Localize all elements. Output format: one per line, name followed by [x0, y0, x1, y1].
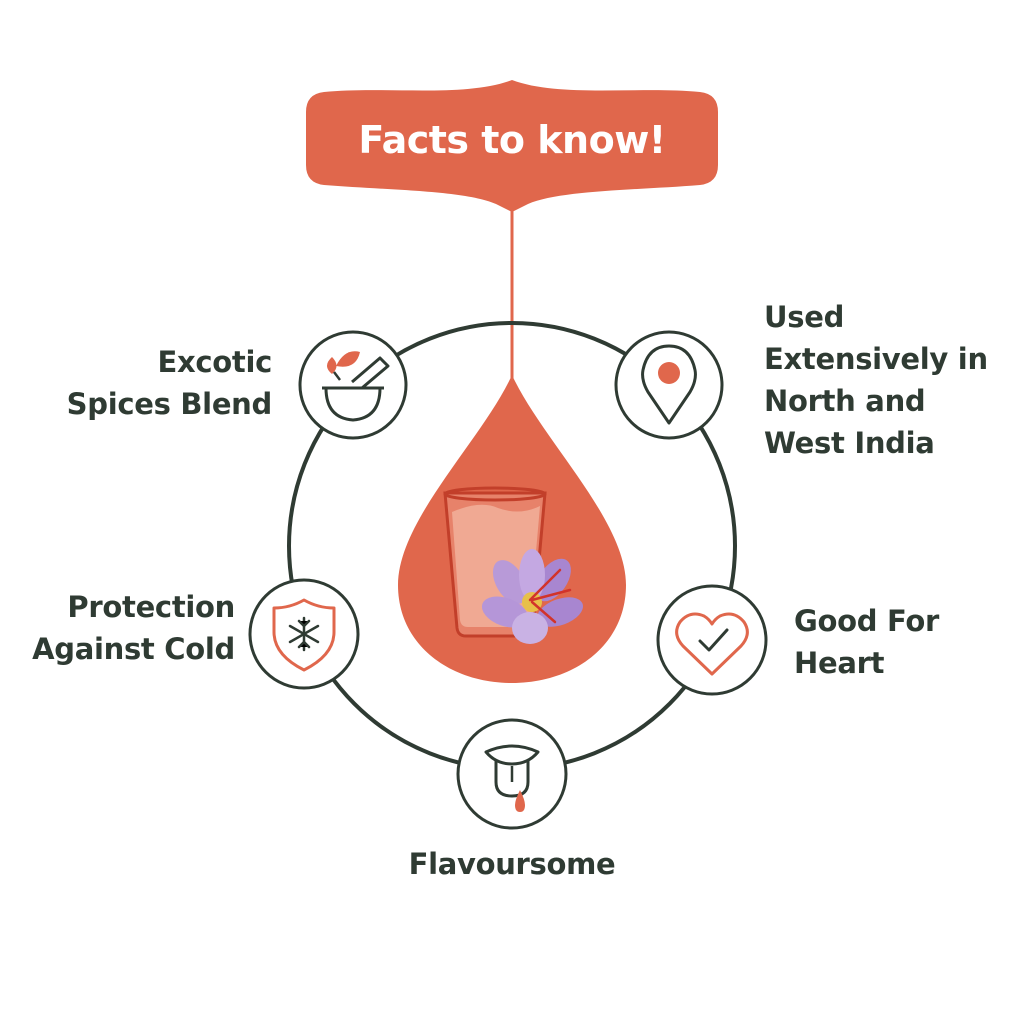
fact-cold-line: Against Cold: [32, 632, 235, 666]
fact-heart-line: Heart: [794, 646, 885, 680]
tongue-drop-icon: [484, 744, 540, 812]
fact-spices-line: Excotic: [157, 345, 272, 379]
fact-cold: Protection Against Cold: [32, 586, 235, 670]
fact-region-line: West India: [764, 426, 935, 460]
fact-region-line: Used: [764, 300, 845, 334]
map-pin-icon: [641, 344, 697, 425]
fact-region: Used Extensively in North and West India: [764, 296, 988, 464]
fact-spices-line: Spices Blend: [66, 387, 273, 421]
heart-check-icon: [675, 612, 749, 676]
page-title: Facts to know!: [358, 118, 666, 162]
shield-snowflake-icon: [272, 598, 336, 672]
fact-region-line: North and: [764, 384, 926, 418]
fact-spices: Excotic Spices Blend: [66, 341, 273, 425]
saffron-flower-icon: [481, 549, 583, 644]
fact-cold-line: Protection: [67, 590, 235, 624]
fact-heart: Good For Heart: [794, 600, 939, 684]
fact-region-line: Extensively in: [764, 342, 988, 376]
node-heart: [656, 584, 768, 696]
fact-flavour-line: Flavoursome: [408, 847, 616, 881]
node-spices: [298, 330, 408, 440]
title-banner: [306, 80, 718, 212]
fact-flavour: Flavoursome: [362, 843, 662, 885]
mortar-pestle-leaf-icon: [322, 351, 390, 422]
fact-heart-line: Good For: [794, 604, 939, 638]
